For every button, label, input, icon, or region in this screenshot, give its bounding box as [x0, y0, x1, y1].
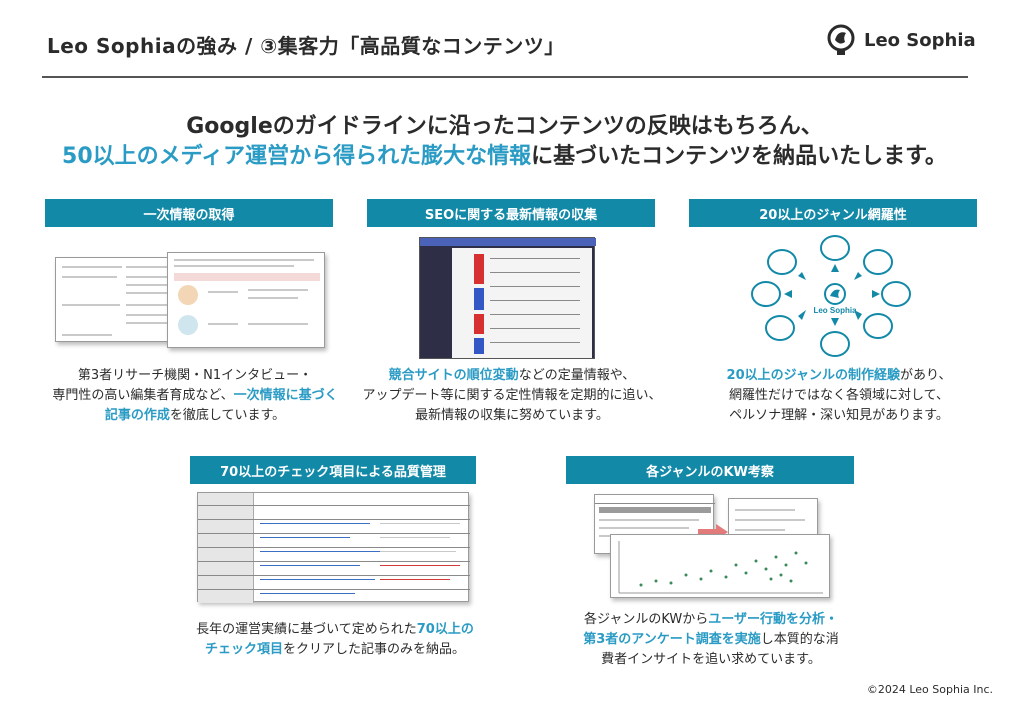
card-primary-title: 一次情報の取得: [45, 199, 333, 227]
copyright: ©2024 Leo Sophia Inc.: [866, 683, 993, 696]
seo-text-b: などの定量情報や、: [518, 368, 636, 383]
seo-text-c: アップデート等に関する定性情報を定期的に追い、: [362, 388, 662, 403]
card-primary-text: 第3者リサーチ機関・N1インタビュー・ 専門性の高い編集者育成など、一次情報に基…: [45, 366, 345, 426]
header-divider: [42, 76, 968, 78]
lead-line-1: Googleのガイドラインに沿ったコンテンツの反映はもちろん、: [186, 114, 823, 139]
genre-text-highlight: 20以上のジャンルの制作経験: [726, 368, 900, 383]
check-text-highlight-2: チェック項目: [204, 642, 283, 657]
kw-text-d: し本質的な消: [760, 632, 839, 647]
brand-name: Leo Sophia: [864, 29, 976, 51]
kw-text-a: 各ジャンルのKWから: [583, 612, 709, 627]
lead-accent: 50以上のメディア運営から得られた膨大な情報: [62, 144, 532, 169]
genre-text-b: があり、: [899, 368, 952, 383]
check-text-a: 長年の運営実績に基づいて定められた: [196, 622, 417, 637]
genre-text-d: ペルソナ理解・深い知見があります。: [729, 408, 949, 423]
primary-text-highlight-2: 記事の作成: [104, 408, 170, 423]
seo-ranking-thumbnail: [419, 237, 596, 359]
page-title: Leo Sophiaの強み / ③集客力「高品質なコンテンツ」: [47, 34, 565, 58]
primary-info-thumbnail: [55, 252, 325, 352]
kw-text-highlight-1: ユーザー行動を分析・: [708, 612, 839, 627]
seo-text-highlight: 競合サイトの順位変動: [388, 368, 519, 383]
card-genre-text: 20以上のジャンルの制作経験があり、 網羅性だけではなく各領域に対して、 ペルソ…: [689, 366, 989, 426]
card-seo-title: SEOに関する最新情報の収集: [367, 199, 655, 227]
primary-text-a: 第3者リサーチ機関・N1インタビュー・: [77, 368, 313, 383]
check-text-d: をクリアした記事のみを納品。: [283, 642, 466, 657]
lead-line-2: 50以上のメディア運営から得られた膨大な情報に基づいたコンテンツを納品いたします…: [0, 138, 1009, 170]
checklist-thumbnail: [197, 492, 470, 603]
kw-text-highlight-2: 第3者のアンケート調査を実施: [583, 632, 761, 647]
primary-text-e: を徹底しています。: [169, 408, 286, 423]
genre-text-c: 網羅性だけではなく各領域に対して、: [729, 388, 949, 403]
primary-text-b: 専門性の高い編集者育成など、: [52, 388, 234, 403]
genre-diagram: Leo Sophia: [750, 232, 920, 360]
lead-rest: に基づいたコンテンツを納品いたします。: [531, 144, 947, 169]
kw-text-e: 費者インサイトを追い求めています。: [601, 652, 821, 667]
seo-text-d: 最新情報の収集に努めています。: [415, 408, 609, 423]
card-seo-text: 競合サイトの順位変動などの定量情報や、 アップデート等に関する定性情報を定期的に…: [357, 366, 667, 426]
brand-logo: Leo Sophia: [826, 24, 976, 56]
check-text-highlight-1: 70以上の: [416, 622, 474, 637]
card-kw-text: 各ジャンルのKWからユーザー行動を分析・ 第3者のアンケート調査を実施し本質的な…: [566, 610, 856, 670]
card-kw-title: 各ジャンルのKW考察: [566, 456, 854, 484]
genre-center-label: Leo Sophia: [813, 306, 857, 315]
card-check-title: 70以上のチェック項目による品質管理: [190, 456, 476, 484]
primary-text-highlight-1: 一次情報に基づく: [233, 388, 338, 403]
card-check-text: 長年の運営実績に基づいて定められた70以上の チェック項目をクリアした記事のみを…: [180, 620, 490, 660]
lion-logo-icon: [827, 24, 855, 55]
kw-analysis-thumbnail: [594, 494, 830, 598]
card-genre-title: 20以上のジャンル網羅性: [689, 199, 977, 227]
